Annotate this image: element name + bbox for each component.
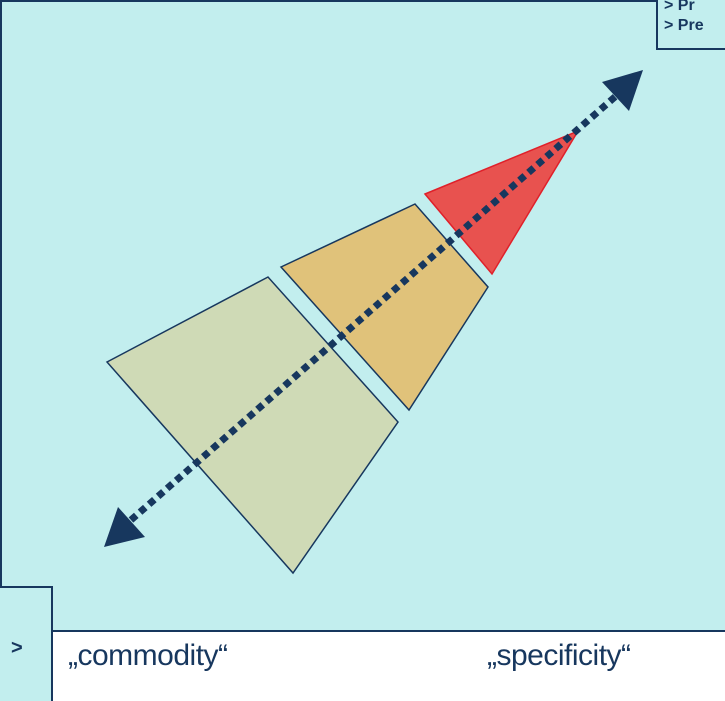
callout-line-2: > Pre [664,17,704,34]
legend-callout: > Pr > Pre [656,0,725,50]
arrowhead-left-icon [104,507,145,547]
middle-segment [279,203,489,412]
corner-marker: > [11,637,23,659]
corner-box [0,586,53,701]
specificity-label: „specificity“ [487,639,631,672]
commodity-label: „commodity“ [68,639,228,672]
callout-line-1: > Pr [664,0,695,14]
arrowhead-right-icon [602,70,643,111]
